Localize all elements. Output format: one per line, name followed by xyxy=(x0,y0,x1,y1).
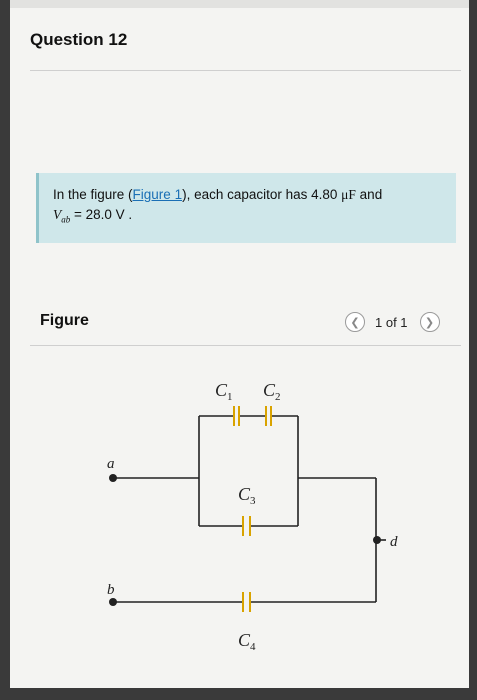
c3-plate-left xyxy=(242,516,244,536)
circuit-diagram: a b d C1 C2 C3 C4 xyxy=(107,380,398,653)
voltage-value: = 28.0 V . xyxy=(70,207,133,222)
capacitor-plates xyxy=(233,406,272,612)
figure-label: Figure xyxy=(40,312,89,329)
question-page: Question 12 In the figure (Figure 1), ea… xyxy=(10,0,469,688)
c2-plate-left xyxy=(265,406,267,426)
next-figure-button[interactable]: ❯ xyxy=(419,312,440,332)
prompt-text-mid: ), each capacitor has 4.80 xyxy=(182,187,342,202)
terminal-b xyxy=(109,598,117,606)
problem-statement: In the figure (Figure 1), each capacitor… xyxy=(36,173,456,243)
c4-plate-left xyxy=(242,592,244,612)
node-label-d: d xyxy=(390,534,398,550)
prompt-text-pre: In the figure ( xyxy=(53,187,133,202)
question-title: Question 12 xyxy=(30,30,128,49)
prev-figure-button[interactable]: ❮ xyxy=(345,312,365,332)
c2-plate-right xyxy=(270,406,272,426)
figure-link[interactable]: Figure 1 xyxy=(132,187,183,202)
chevron-left-icon: ❮ xyxy=(350,316,360,329)
circuit-wires xyxy=(114,415,386,603)
voltage-symbol: Vab xyxy=(53,207,71,225)
label-c2: C2 xyxy=(263,380,281,403)
pager-text: 1 of 1 xyxy=(375,314,408,330)
title-divider xyxy=(30,70,461,71)
top-strip xyxy=(10,0,469,8)
terminal-d xyxy=(373,536,381,544)
prompt-text-post: and xyxy=(355,187,383,202)
label-c3: C3 xyxy=(238,484,256,507)
terminal-a xyxy=(109,474,117,482)
c1-plate-right xyxy=(238,406,240,426)
capacitance-unit: μF xyxy=(341,187,356,202)
chevron-right-icon: ❯ xyxy=(424,316,435,329)
c1-plate-left xyxy=(233,406,235,426)
figure-divider xyxy=(30,345,461,346)
node-label-a: a xyxy=(107,456,115,472)
label-c1: C1 xyxy=(215,380,233,403)
node-label-b: b xyxy=(107,582,115,598)
c3-plate-right xyxy=(249,516,251,536)
label-c4: C4 xyxy=(238,630,256,653)
c4-plate-right xyxy=(249,592,251,612)
figure-pager: ❮ 1 of 1 ❯ xyxy=(345,311,440,333)
